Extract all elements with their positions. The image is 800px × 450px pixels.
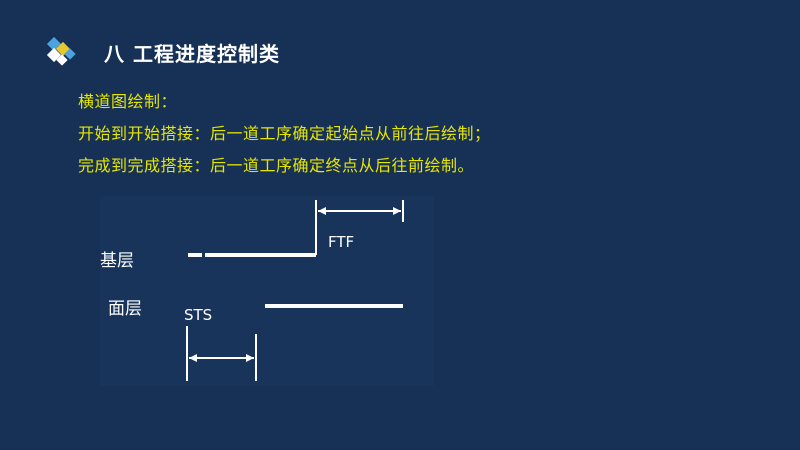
gantt-diagram-panel — [100, 196, 434, 386]
sts-arrow-left — [189, 354, 197, 362]
text-line-1: 横道图绘制： — [78, 92, 178, 111]
row-label-surface-layer: 面层 — [108, 299, 142, 319]
text-line-3: 完成到完成搭接：后一道工序确定终点从后往前绘制。 — [78, 156, 475, 175]
ftf-arrow-left — [318, 207, 326, 215]
slide-title: 八 工程进度控制类 — [104, 42, 280, 66]
text-line-2: 开始到开始搭接：后一道工序确定起始点从前往后绘制； — [78, 124, 491, 143]
sts-arrow-right — [246, 354, 254, 362]
diamond-logo-icon — [46, 36, 76, 66]
ftf-arrow-right — [393, 207, 401, 215]
row-label-base-layer: 基层 — [100, 251, 134, 271]
ftf-label: FTF — [328, 233, 355, 251]
sts-label: STS — [184, 306, 213, 324]
